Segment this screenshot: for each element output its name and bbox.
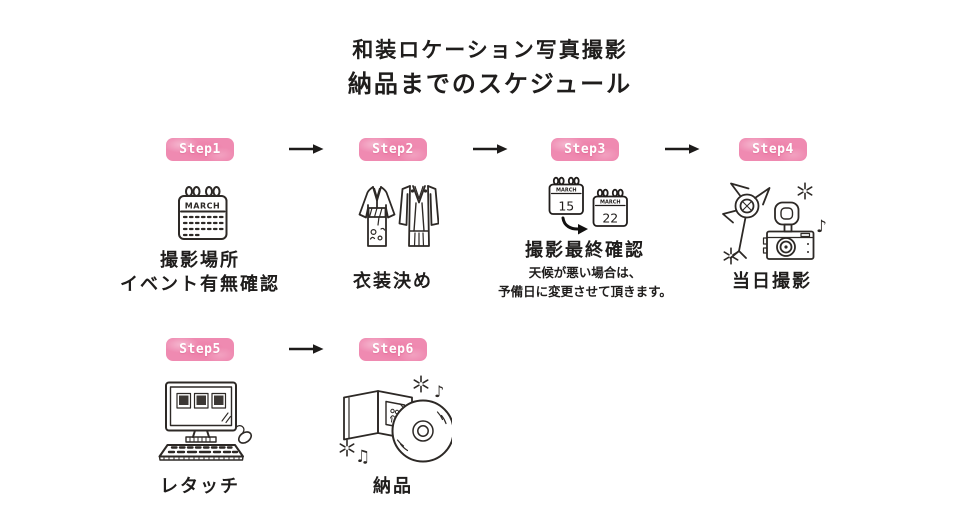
- music-notes-icon: ♫: [355, 447, 370, 467]
- step5-label: レタッチ: [160, 476, 240, 497]
- arrow-right-icon: [289, 344, 324, 354]
- step3-note: 天候が悪い場合は、 予備日に変更させて頂きます。: [480, 263, 690, 301]
- kimono-pair-icon: [358, 185, 439, 247]
- monitor: [165, 381, 237, 443]
- step3-note-line1: 天候が悪い場合は、: [528, 265, 642, 280]
- disc: [391, 399, 452, 463]
- step1-badge: Step1: [166, 138, 234, 161]
- step4-badge: Step4: [739, 138, 807, 161]
- keyboard: [158, 444, 244, 461]
- step2-badge: Step2: [359, 138, 427, 161]
- cd-delivery-icon: ♪ ♫: [339, 375, 452, 467]
- curved-arrow-head: [578, 224, 588, 235]
- sparkle-icon: [339, 439, 355, 457]
- step4-label: 当日撮影: [732, 271, 812, 292]
- step3-note-line2: 予備日に変更させて頂きます。: [498, 284, 672, 299]
- studio-light: [722, 182, 771, 259]
- step3-label: 撮影最終確認: [525, 240, 645, 261]
- step1-label: 撮影場所 イベント有無確認: [100, 249, 300, 297]
- calendar-month-label: MARCH: [185, 202, 220, 211]
- camera: [762, 201, 815, 260]
- step6-badge: Step6: [359, 338, 427, 361]
- title-line-1: 和装ロケーション写真撮影: [352, 37, 628, 62]
- arrow-right-icon: [665, 144, 700, 154]
- step1-label-line2: イベント有無確認: [120, 274, 280, 295]
- curved-arrow-icon: [561, 216, 581, 231]
- calendar-date-from: 15: [558, 199, 574, 214]
- screen-photos: [179, 395, 224, 405]
- arrow-right-icon: [473, 144, 508, 154]
- mouse: [235, 424, 253, 444]
- music-note-icon: ♪: [816, 217, 827, 237]
- title-line-2: 納品までのスケジュール: [347, 69, 633, 98]
- retouch-computer-icon: [158, 381, 253, 461]
- sparkle-icon: [797, 182, 813, 200]
- calendar-date-to: 22: [602, 211, 618, 226]
- arrow-right-icon: [289, 144, 324, 154]
- calendar-icon: MARCH: [178, 186, 228, 240]
- keyboard-keys: [167, 446, 239, 454]
- step1-label-line1: 撮影場所: [160, 250, 240, 271]
- calendar-month-label: MARCH: [556, 187, 577, 193]
- music-note-icon: ♪: [434, 382, 444, 401]
- page-title: 和装ロケーション写真撮影 納品までのスケジュール: [0, 36, 980, 100]
- step2-label: 衣装決め: [353, 271, 433, 292]
- calendar-date-grid: [182, 215, 224, 237]
- sparkle-icon: [413, 375, 429, 393]
- calendar-reschedule-icon: MARCH MARCH 15 22: [548, 176, 628, 235]
- step6-label: 納品: [373, 476, 413, 497]
- sparkle-icon: [723, 247, 739, 265]
- calendar-month-label: MARCH: [600, 199, 621, 205]
- step3-badge: Step3: [551, 138, 619, 161]
- step5-badge: Step5: [166, 338, 234, 361]
- camera-lighting-icon: ♪: [722, 182, 827, 265]
